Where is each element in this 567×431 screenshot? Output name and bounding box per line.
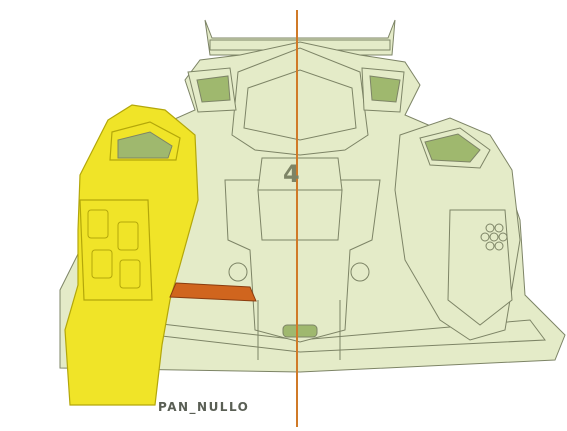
- car-number: 4: [283, 160, 300, 188]
- cockpit: [231, 47, 369, 156]
- cooling-vents: [117, 75, 481, 338]
- left-fender-highlighted: [64, 104, 199, 406]
- front-splitter-endplate: [169, 282, 257, 302]
- front-bumper-details: [228, 262, 370, 360]
- left-headlight-cluster: [87, 209, 141, 289]
- right-headlight-cluster: [480, 223, 508, 251]
- nose: [224, 157, 381, 343]
- caption-label: PAN_NULLO: [158, 400, 250, 414]
